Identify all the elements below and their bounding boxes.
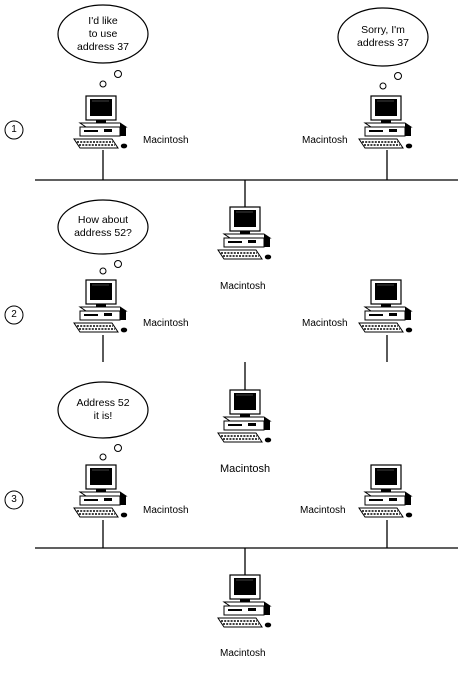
bubble-line: I'd like <box>88 15 118 27</box>
macintosh-computer <box>73 95 129 150</box>
bubble-line: Address 52 <box>76 397 130 409</box>
thought-dot <box>99 80 107 88</box>
thought-bubble <box>57 199 149 255</box>
computer-label: Macintosh <box>143 505 189 516</box>
computer-label: Macintosh <box>220 648 266 659</box>
bubble-text: How about address 52? <box>58 214 148 240</box>
thought-dot <box>394 72 402 80</box>
bubble-text: I'd like to use address 37 <box>58 15 148 54</box>
bubble-line: address 52? <box>74 227 132 239</box>
thought-bubble <box>337 7 429 67</box>
bubble-line: it is! <box>93 410 113 422</box>
computer-label: Macintosh <box>302 318 348 329</box>
computer-label: Macintosh <box>143 318 189 329</box>
macintosh-computer <box>358 95 414 150</box>
bubble-line: to use <box>88 28 118 40</box>
macintosh-computer <box>73 279 129 334</box>
bubble-line: Sorry, I'm <box>361 24 405 36</box>
step-marker <box>4 120 24 140</box>
computer-label: Macintosh <box>300 505 346 516</box>
bubble-line: How about <box>77 214 129 226</box>
macintosh-computer <box>73 464 129 519</box>
macintosh-computer <box>217 206 273 261</box>
thought-dot <box>379 82 387 90</box>
step-marker <box>4 305 24 325</box>
bubble-line: address 37 <box>77 41 129 53</box>
thought-dot <box>114 70 122 78</box>
thought-dot <box>99 267 107 275</box>
thought-dot <box>114 260 122 268</box>
step-marker <box>4 490 24 510</box>
step-number: 1 <box>11 124 17 135</box>
computer-label: Macintosh <box>143 135 189 146</box>
bubble-text: Address 52 it is! <box>58 397 148 423</box>
bubble-text: Sorry, I'm address 37 <box>338 24 428 50</box>
thought-bubble <box>57 4 149 64</box>
macintosh-computer <box>217 389 273 444</box>
thought-bubble <box>57 381 149 439</box>
thought-dot <box>114 444 122 452</box>
computer-label: Macintosh <box>220 463 271 475</box>
computer-label: Macintosh <box>302 135 348 146</box>
computer-label: Macintosh <box>220 281 266 292</box>
macintosh-computer <box>217 574 273 629</box>
step-number: 3 <box>11 494 17 505</box>
macintosh-computer <box>358 279 414 334</box>
thought-dot <box>99 453 107 461</box>
step-number: 2 <box>11 309 17 320</box>
macintosh-computer <box>358 464 414 519</box>
bubble-line: address 37 <box>357 37 409 49</box>
